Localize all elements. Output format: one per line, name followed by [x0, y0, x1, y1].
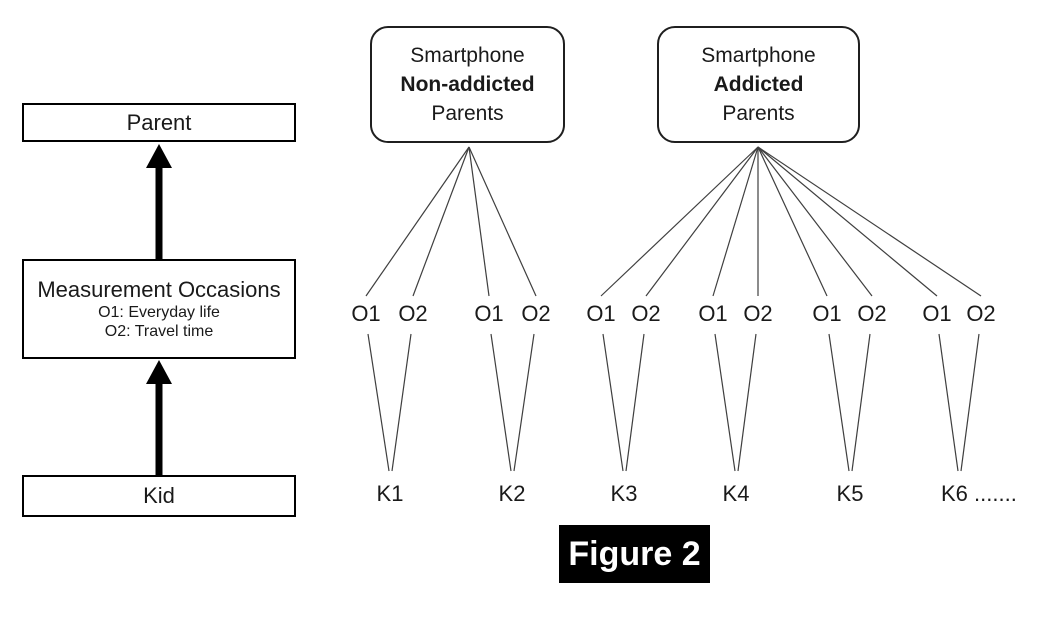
arrow-kid-to-measurement [146, 360, 172, 475]
arrow-measurement-to-parent [146, 144, 172, 259]
group1-line2: Non-addicted [400, 73, 535, 96]
group2-line2: Addicted [713, 73, 804, 96]
nonaddicted-parents-box: Smartphone Non-addicted Parents [370, 26, 565, 143]
occasion-label: O2 [966, 301, 996, 326]
kid-box: Kid [22, 475, 296, 517]
fan-addicted [600, 146, 982, 297]
occasion-label: O1 [922, 301, 952, 326]
occasion-label: O2 [521, 301, 551, 326]
occasion-label: O1 [698, 301, 728, 326]
v-connectors [367, 333, 980, 472]
occasion-label: O1 [474, 301, 504, 326]
group2-line1: Smartphone [701, 44, 816, 67]
kid-label: Kid [143, 483, 175, 508]
kid-label-k5: K5 [836, 481, 864, 506]
occasion-label: O1 [812, 301, 842, 326]
group1-line3: Parents [431, 102, 504, 125]
occasion-label: O2 [857, 301, 887, 326]
measurement-item-o2: O2: Travel time [104, 323, 214, 340]
occasion-label: O1 [351, 301, 381, 326]
kid-label-k6: K6 ....... [941, 481, 1017, 506]
parent-label: Parent [126, 109, 192, 135]
measurement-item-o1: O1: Everyday life [98, 304, 220, 321]
group1-line1: Smartphone [410, 44, 525, 67]
kid-label-k2: K2 [498, 481, 526, 506]
occasion-label: O2 [743, 301, 773, 326]
group2-line3: Parents [722, 102, 795, 125]
occasion-label: O2 [631, 301, 661, 326]
kid-label-k1: K1 [376, 481, 404, 506]
kid-label-k3: K3 [610, 481, 638, 506]
kid-label-k4: K4 [722, 481, 750, 506]
fan-nonaddicted [365, 146, 537, 297]
occasion-label: O1 [586, 301, 616, 326]
occasion-label: O2 [398, 301, 428, 326]
measurement-title: Measurement Occasions [37, 277, 281, 302]
addicted-parents-box: Smartphone Addicted Parents [657, 26, 860, 143]
measurement-occasions-box: Measurement Occasions O1: Everyday life … [22, 259, 296, 359]
parent-box: Parent [22, 103, 296, 142]
figure-caption: Figure 2 [559, 525, 710, 583]
figure-caption-text: Figure 2 [568, 534, 701, 573]
